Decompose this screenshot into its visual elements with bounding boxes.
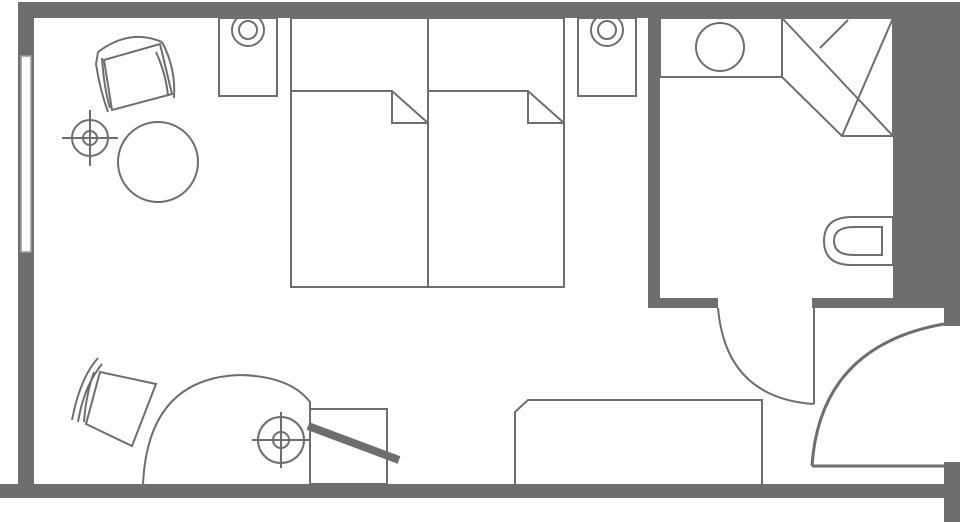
luggage-rack-icon[interactable] <box>514 399 763 484</box>
desk-lamp-icon <box>252 412 310 468</box>
right-wall-end-upper <box>944 2 960 326</box>
bathroom-wall-bottom-right <box>812 298 960 308</box>
bathroom-wall-bottom-left <box>648 298 718 308</box>
tv-icon <box>306 422 401 464</box>
shower-icon[interactable] <box>781 17 894 137</box>
desk-chair-icon[interactable] <box>71 357 158 448</box>
double-bed-icon[interactable] <box>290 17 565 288</box>
right-wall-end-lower <box>944 462 960 522</box>
nightstand-icon-right[interactable] <box>577 13 637 97</box>
washbasin-icon[interactable] <box>659 17 783 78</box>
top-wall <box>18 2 918 18</box>
armchair-icon[interactable] <box>94 35 176 113</box>
toilet-icon[interactable] <box>822 216 894 266</box>
door-swing-icon-bathroom[interactable] <box>717 307 815 405</box>
window-icon <box>20 55 32 253</box>
door-swing-icon-entrance[interactable] <box>810 322 945 468</box>
nightstand-icon-left[interactable] <box>218 13 278 97</box>
bottom-wall <box>0 484 960 498</box>
bathroom-wall-vertical <box>648 2 660 308</box>
round-table-icon[interactable] <box>117 121 199 203</box>
floor-lamp-icon <box>62 110 118 166</box>
